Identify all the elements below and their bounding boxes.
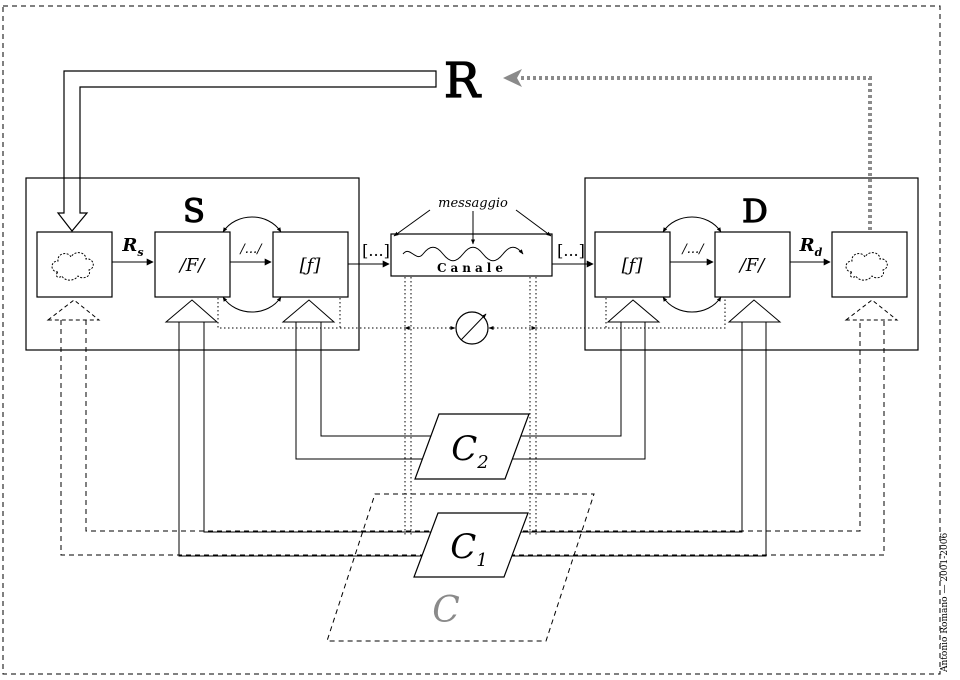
- dest-cloud-box: [831, 231, 908, 298]
- signal-s-label: /.../: [238, 242, 263, 257]
- destination-label: D: [742, 192, 768, 230]
- arrow-cloud-d: [844, 299, 899, 321]
- dest-curve-top: [662, 216, 722, 233]
- upward-hollow-arrows: [46, 299, 899, 323]
- dest-dotted-link: [536, 298, 726, 329]
- arrow-code-d: [606, 299, 661, 323]
- outer-frame: [2, 5, 941, 675]
- channel-noise-wave: [402, 246, 524, 262]
- source-encoder-box: [154, 231, 231, 298]
- arrow-encoder-s: [164, 299, 219, 323]
- source-cloud-box: [36, 231, 113, 298]
- thought-cloud-icon: [845, 252, 888, 281]
- feedback-hollow-arrow: [56, 70, 437, 232]
- author-credit: Antonio Romano — 2001-2006: [940, 532, 950, 672]
- r-dest-label: Rd: [799, 235, 823, 259]
- source-label: S: [183, 192, 205, 230]
- source-encoder-label: /F/: [178, 255, 207, 276]
- signal-d-label: /.../: [680, 242, 705, 257]
- context2-parallelogram: [414, 413, 530, 480]
- dest-encoder-box: [714, 231, 791, 298]
- source-curve-top: [222, 216, 282, 233]
- dest-curve-bottom: [662, 296, 722, 313]
- dest-code-label: [ƒ]: [622, 255, 644, 276]
- source-code-label: [ƒ]: [300, 255, 322, 276]
- context-label: C: [432, 590, 460, 631]
- context1-label: C1: [450, 527, 487, 571]
- message-arrow-left: [393, 209, 431, 237]
- arrow-cloud-s: [46, 299, 101, 321]
- thought-cloud-icon: [51, 252, 94, 281]
- context2-label: C2: [451, 429, 488, 473]
- source-curve-bottom: [222, 296, 282, 313]
- gauge-needle: [460, 313, 487, 341]
- message-arrow-right: [515, 209, 552, 237]
- message-in-label: [...]: [557, 241, 585, 260]
- feedback-grey-dotted: [520, 76, 872, 230]
- arrow-code-s: [281, 299, 336, 323]
- arrow-encoder-d: [727, 299, 782, 323]
- context1-parallelogram: [413, 512, 529, 578]
- context1-dashed-outer: [60, 320, 885, 556]
- r-source-label: Rs: [121, 235, 143, 259]
- context-parallelogram: [326, 493, 595, 642]
- dest-code-box: [594, 231, 671, 298]
- dest-encoder-label: /F/: [738, 255, 767, 276]
- channel-label: Canale: [437, 261, 507, 275]
- message-out-label: [...]: [362, 241, 390, 260]
- channel-message-label: messaggio: [438, 196, 508, 211]
- feedback-label: R: [444, 53, 482, 109]
- feedback-grey-arrowhead: [503, 69, 522, 87]
- source-code-box: [272, 231, 349, 298]
